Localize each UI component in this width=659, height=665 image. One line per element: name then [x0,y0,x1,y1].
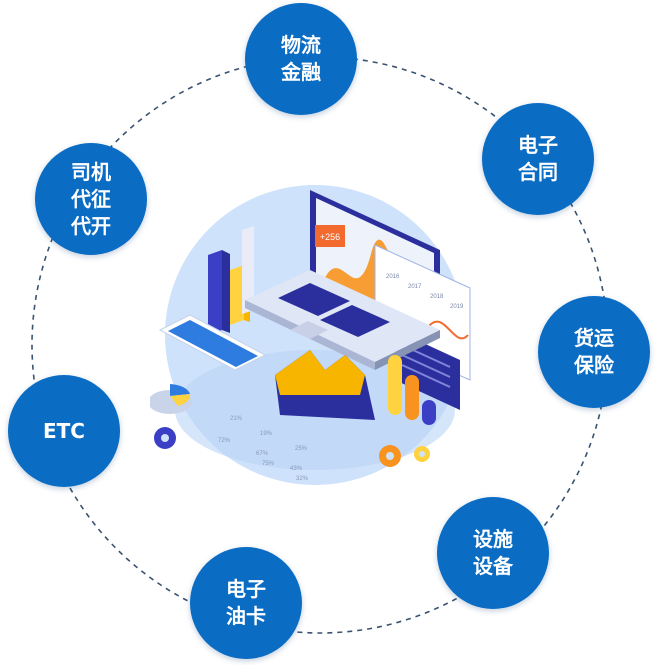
table-label: 32% [296,476,309,482]
bar-chart-left [208,226,254,335]
year-label: 2017 [408,284,422,290]
table-label: 21% [230,416,243,422]
gear-icon [379,445,430,467]
table-label: 43% [290,466,303,472]
node-line: 货运 [574,326,614,350]
year-label: 2019 [450,304,464,310]
table-label: 25% [295,446,308,452]
node-etc[interactable]: ETC [8,375,120,487]
node-line: 保险 [574,353,614,377]
analytics-illustration: +256 2016 2017 2018 2019 [150,185,471,485]
gear-icon [154,427,176,449]
node-line: 设备 [473,554,513,578]
node-line: 设施 [473,527,513,551]
table-label: 72% [218,438,231,444]
node-line: 电子 [226,577,266,601]
table-label: 67% [256,451,269,457]
node-e-fuel-card[interactable]: 电子 油卡 [190,547,302,659]
node-line: 合同 [518,160,558,184]
node-line: 电子 [518,133,558,157]
year-label: 2018 [430,294,444,300]
table-label: 19% [260,431,273,437]
node-driver-tax-invoice[interactable]: 司机 代征 代开 [35,143,147,255]
node-line: 司机 [71,159,111,184]
pie-chart [150,384,192,414]
node-cargo-insurance[interactable]: 货运 保险 [538,296,650,408]
year-label: 2016 [386,274,400,280]
table-labels: 21% 72% 19% 67% 25% 43% 75% 32% [218,416,309,482]
node-line: 油卡 [226,604,266,628]
value-tag-text: +256 [320,232,340,242]
node-line: 代开 [71,213,111,238]
node-line: 金融 [281,60,321,84]
area-chart-front [275,350,375,420]
table-label: 75% [262,461,275,467]
node-logistics-finance[interactable]: 物流 金融 [245,3,357,115]
node-line: ETC [43,418,85,443]
cylinder-chart [388,355,436,425]
phone [158,314,267,371]
node-e-contract[interactable]: 电子 合同 [482,103,594,215]
node-line: 物流 [281,33,321,57]
node-line: 代征 [71,186,111,211]
value-tag [315,225,345,247]
node-equipment[interactable]: 设施 设备 [437,497,549,609]
